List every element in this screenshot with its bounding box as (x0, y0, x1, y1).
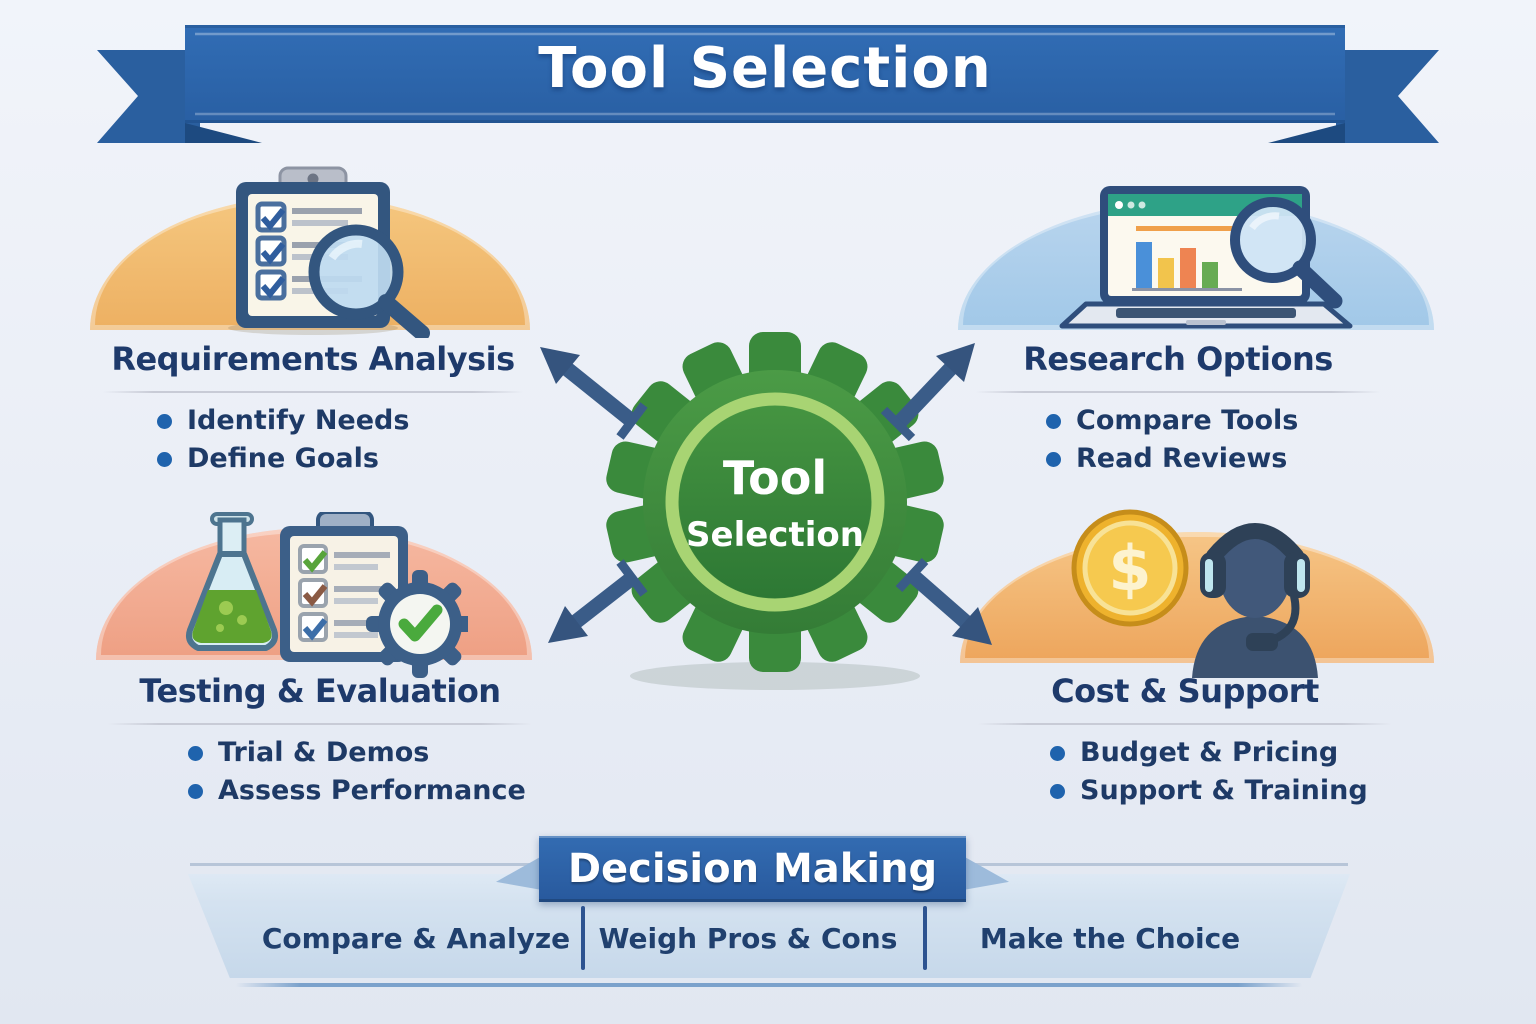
quadrant-research-options: Research Options Compare Tools Read Revi… (968, 340, 1388, 478)
gear-check-icon (366, 570, 468, 678)
quadrant-title: Requirements Analysis (111, 340, 515, 378)
bullet-dot-icon (1046, 413, 1061, 429)
decision-step-choose: Make the Choice (979, 922, 1241, 955)
decision-making-title: Decision Making (567, 846, 938, 892)
divider (978, 723, 1392, 725)
quadrant-testing-evaluation: Testing & Evaluation Trial & Demos Asses… (100, 672, 540, 810)
bullet-item: Define Goals (157, 440, 409, 478)
step-separator (581, 906, 585, 970)
footer-bottom-rule (236, 983, 1302, 987)
quadrant-title: Testing & Evaluation (139, 672, 501, 710)
quadrant-requirements-analysis: Requirements Analysis Identify Needs Def… (95, 340, 531, 478)
bullet-item: Identify Needs (157, 402, 409, 440)
ribbon-tail-left (97, 50, 200, 143)
bullet-dot-icon (1046, 451, 1061, 467)
bullet-item: Read Reviews (1046, 440, 1298, 478)
title-ribbon (97, 25, 1439, 143)
bullet-dot-icon (188, 783, 203, 799)
quadrant-title: Cost & Support (1051, 672, 1319, 710)
dollar-coin-support-agent-icon: $ (1071, 509, 1318, 678)
decision-making-badge: Decision Making (539, 836, 966, 902)
bullet-item: Compare Tools (1046, 402, 1298, 440)
hub-label-line1: Tool (723, 451, 827, 505)
hub-label-line2: Selection (686, 515, 864, 555)
divider (976, 391, 1380, 393)
bullet-item: Assess Performance (188, 772, 526, 810)
ribbon-band (185, 25, 1345, 123)
quadrant-title: Research Options (1023, 340, 1333, 378)
hub-gear-icon: Tool Selection (606, 332, 944, 690)
dollar-sign: $ (1108, 532, 1151, 605)
bullet-dot-icon (157, 413, 172, 429)
decision-step-weigh: Weigh Pros & Cons (598, 922, 898, 955)
bullet-dot-icon (188, 745, 203, 761)
bullet-dot-icon (157, 451, 172, 467)
quadrant-cost-support: Cost & Support Budget & Pricing Support … (970, 672, 1400, 810)
bullet-item: Support & Training (1050, 772, 1368, 810)
step-separator (923, 906, 927, 970)
ribbon-tail-right (1336, 50, 1439, 143)
flask-checklist-gear-icon (186, 512, 468, 678)
decision-step-compare: Compare & Analyze (261, 922, 571, 955)
bullet-item: Budget & Pricing (1050, 734, 1368, 772)
bullet-dot-icon (1050, 745, 1065, 761)
bullet-item: Trial & Demos (188, 734, 526, 772)
divider (108, 723, 532, 725)
bullet-dot-icon (1050, 783, 1065, 799)
clipboard-checklist-magnifier-icon (228, 166, 430, 338)
laptop-chart-magnifier-icon (1059, 186, 1353, 329)
page-title: Tool Selection (538, 36, 992, 101)
divider (103, 391, 523, 393)
